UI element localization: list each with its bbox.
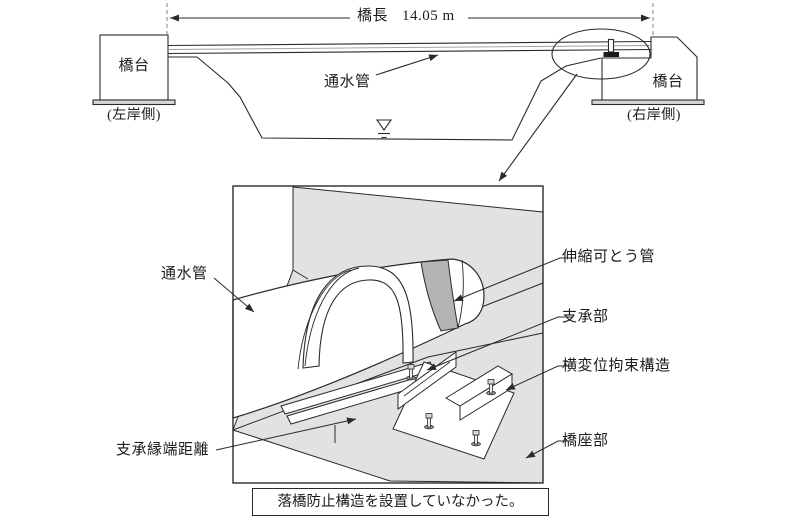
lateral-restraint-label: 横変位拘束構造 bbox=[562, 358, 671, 374]
caption-text: 落橋防止構造を設置していなかった。 bbox=[277, 494, 524, 510]
bridge-seat-leader bbox=[525, 440, 572, 459]
abutment-left-label: 橋台 bbox=[118, 58, 150, 74]
bridge-length-label: 橋長 bbox=[357, 8, 389, 24]
river-channel-line bbox=[168, 56, 602, 141]
abutment-left-footing bbox=[92, 99, 176, 106]
flexible-joint-label: 伸縮可とう管 bbox=[562, 249, 656, 265]
bridge-seat-label: 橋座部 bbox=[562, 433, 609, 449]
flexible-joint-leader bbox=[453, 257, 574, 302]
left-bank-label: (左岸側) bbox=[107, 108, 161, 123]
pipe-label-detail: 通水管 bbox=[161, 266, 208, 282]
anchor-bolt bbox=[471, 430, 481, 447]
detail-leader bbox=[498, 73, 578, 182]
saddle-flange-ring-1 bbox=[304, 267, 360, 367]
saddle-flange-ring-2 bbox=[297, 269, 352, 370]
caption-box: 落橋防止構造を設置していなかった。 bbox=[252, 488, 549, 516]
rail-slot bbox=[403, 361, 451, 397]
pipe-bottom-line bbox=[167, 48, 652, 55]
edge-distance-leader bbox=[215, 417, 357, 451]
anchor-bolt bbox=[406, 364, 416, 381]
water-level-symbol bbox=[375, 119, 393, 139]
bearing-edge-distance-label: 支承縁端距離 bbox=[116, 442, 210, 458]
abutment-right-body bbox=[601, 36, 698, 101]
overview-diagram bbox=[92, 3, 705, 182]
bridge-length-dimension: 橋長 14.05 m bbox=[357, 8, 455, 25]
bearing-pad bbox=[603, 52, 619, 57]
abutment-right-label: 橋台 bbox=[652, 74, 684, 90]
bearing-label: 支承部 bbox=[562, 309, 609, 325]
saddle-arch bbox=[302, 265, 414, 369]
anchor-bolt bbox=[424, 413, 434, 430]
bearing-bolt bbox=[607, 38, 615, 53]
pipe-top-line bbox=[167, 40, 652, 47]
pipe-mid-line bbox=[167, 45, 652, 50]
detail-pipe-leader bbox=[213, 277, 255, 313]
detail-box-border bbox=[232, 185, 544, 484]
bridge-length-value: 14.05 m bbox=[402, 8, 455, 24]
anchor-bolt bbox=[486, 379, 496, 396]
bearing-leader bbox=[426, 316, 572, 371]
lateral-restraint-leader bbox=[505, 365, 572, 391]
pipe-leader bbox=[375, 54, 439, 76]
pipe-label-overview: 通水管 bbox=[324, 74, 371, 90]
abutment-right-footing bbox=[591, 99, 705, 106]
right-bank-label: (右岸側) bbox=[627, 108, 681, 123]
detail-circle bbox=[551, 28, 651, 80]
detail-diagram bbox=[213, 185, 574, 484]
